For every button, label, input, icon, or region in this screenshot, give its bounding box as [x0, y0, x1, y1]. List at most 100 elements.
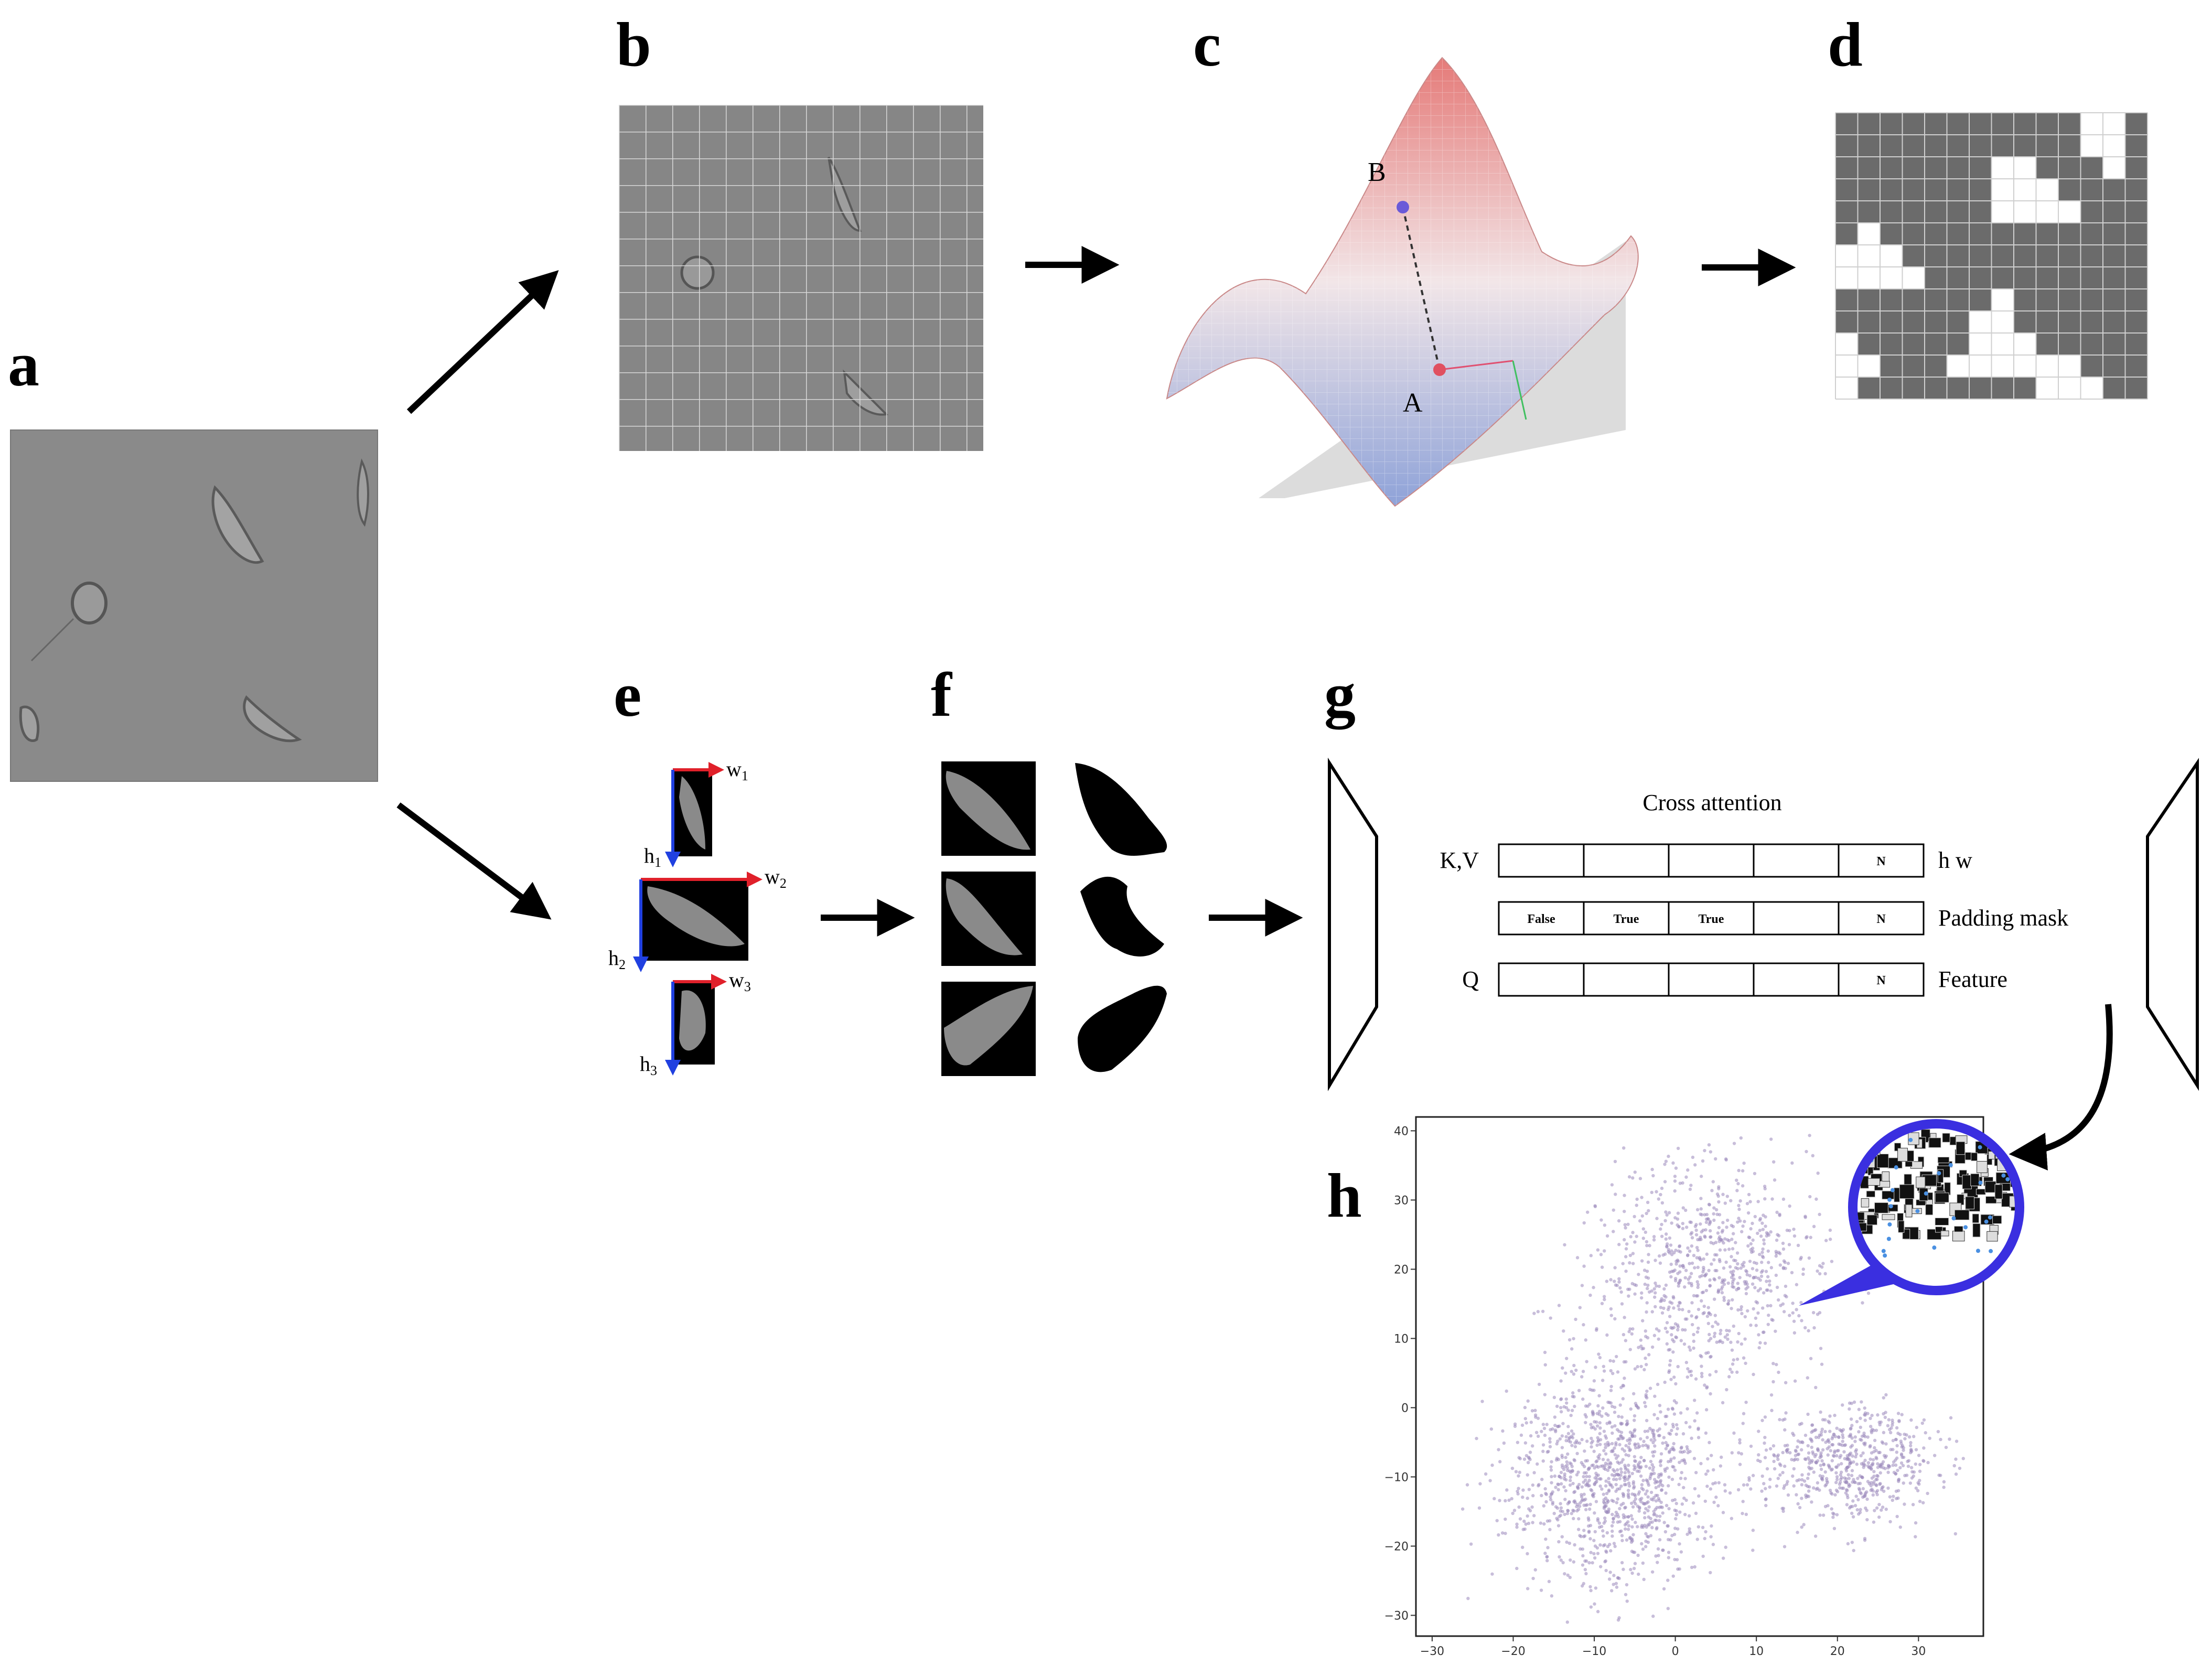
attention-cell [1753, 843, 1840, 878]
scatter-point [1461, 1507, 1465, 1511]
scatter-point [1795, 1493, 1798, 1497]
scatter-point [1709, 1487, 1713, 1491]
scatter-point [1597, 1410, 1602, 1413]
scatter-point [1850, 1541, 1854, 1544]
scatter-point [1640, 1347, 1644, 1351]
scatter-point [1595, 1459, 1599, 1463]
scatter-point [1807, 1451, 1811, 1455]
scatter-point [1624, 1360, 1628, 1364]
scatter-point [1567, 1338, 1572, 1342]
scatter-point [1627, 1464, 1630, 1467]
scatter-point [1649, 1490, 1653, 1495]
scatter-point [1726, 1302, 1730, 1306]
scatter-point [1595, 1480, 1598, 1484]
scatter-point [1580, 1485, 1584, 1489]
bubble-thumbnail [1928, 1137, 1941, 1148]
scatter-point [1730, 1517, 1734, 1520]
scatter-point [1699, 1197, 1703, 1200]
scatter-point [1834, 1471, 1838, 1475]
scatter-point [1544, 1500, 1548, 1504]
scatter-point [1516, 1489, 1519, 1493]
scatter-point [1657, 1554, 1660, 1557]
scatter-point [1863, 1538, 1867, 1542]
scatter-point [1706, 1351, 1710, 1355]
scatter-point [1770, 1409, 1774, 1412]
scatter-point [1763, 1435, 1767, 1439]
scatter-point [1568, 1575, 1572, 1579]
scatter-point [1840, 1462, 1843, 1466]
scatter-point [1674, 1166, 1678, 1170]
scatter-point [1547, 1579, 1551, 1584]
scatter-point [1581, 1397, 1585, 1401]
scatter-point [1695, 1245, 1699, 1250]
scatter-point [1646, 1260, 1650, 1264]
scatter-point [1651, 1450, 1655, 1454]
scatter-point [1820, 1430, 1823, 1434]
scatter-point [1549, 1316, 1552, 1320]
scatter-point [1631, 1505, 1635, 1509]
scatter-point [1673, 1557, 1677, 1562]
scatter-point [1664, 1210, 1668, 1214]
scatter-point [1783, 1428, 1787, 1432]
scatter-point [1573, 1459, 1576, 1463]
scatter-point [1723, 1248, 1727, 1252]
scatter-point [1642, 1459, 1646, 1463]
scatter-point [1695, 1256, 1699, 1260]
scatter-point [1752, 1275, 1756, 1280]
scatter-point [1596, 1519, 1600, 1522]
scatter-point [1782, 1310, 1786, 1314]
scatter-point [1570, 1465, 1574, 1468]
scatter-point [1504, 1499, 1507, 1503]
scatter-point [1560, 1446, 1564, 1449]
scatter-point [1634, 1466, 1637, 1469]
scatter-point [1671, 1423, 1675, 1426]
scatter-point [1716, 1504, 1720, 1508]
scatter-point [1920, 1421, 1925, 1425]
scatter-point [1690, 1436, 1693, 1440]
bubble-thumbnail [1935, 1217, 1949, 1226]
scatter-point [1828, 1421, 1831, 1425]
scatter-point [1628, 1448, 1632, 1452]
scatter-point [1778, 1212, 1781, 1216]
scatter-point [1894, 1437, 1898, 1442]
scatter-point [1616, 1370, 1620, 1374]
scatter-point [1783, 1294, 1787, 1297]
scatter-point [1609, 1389, 1613, 1392]
scatter-point [1896, 1412, 1900, 1415]
scatter-point [1863, 1435, 1867, 1438]
scatter-point [1607, 1488, 1611, 1492]
scatter-point [1521, 1528, 1525, 1531]
scatter-point [1756, 1200, 1760, 1203]
scatter-point [1939, 1437, 1942, 1442]
scatter-point [1850, 1469, 1854, 1472]
scatter-point [1816, 1171, 1820, 1175]
scatter-point [1644, 1492, 1648, 1496]
scatter-point [1570, 1409, 1574, 1412]
scatter-point [1828, 1228, 1832, 1232]
scatter-point [1594, 1586, 1598, 1590]
scatter-point [1646, 1509, 1650, 1513]
scatter-point [1693, 1565, 1696, 1569]
scatter-point [1777, 1234, 1781, 1238]
scatter-point [1669, 1326, 1673, 1330]
scatter-point [1646, 1429, 1650, 1433]
scatter-point [1610, 1529, 1614, 1533]
scatter-point [1765, 1231, 1769, 1235]
scatter-point [1673, 1189, 1677, 1193]
scatter-point [1678, 1181, 1682, 1185]
scatter-point [1575, 1256, 1580, 1260]
scatter-point [1660, 1488, 1664, 1492]
scatter-point [1673, 1276, 1678, 1281]
scatter-point [1663, 1163, 1667, 1166]
scatter-point [1641, 1561, 1645, 1565]
scatter-point [1871, 1493, 1875, 1497]
scatter-point [1638, 1177, 1642, 1180]
scatter-point [1532, 1312, 1536, 1315]
scatter-point [1562, 1485, 1566, 1489]
scatter-point [1810, 1500, 1813, 1504]
scatter-point [1573, 1445, 1577, 1448]
scatter-point [1610, 1404, 1614, 1409]
scatter-point [1725, 1333, 1730, 1337]
scatter-point [1803, 1214, 1807, 1218]
scatter-point [1602, 1449, 1606, 1453]
